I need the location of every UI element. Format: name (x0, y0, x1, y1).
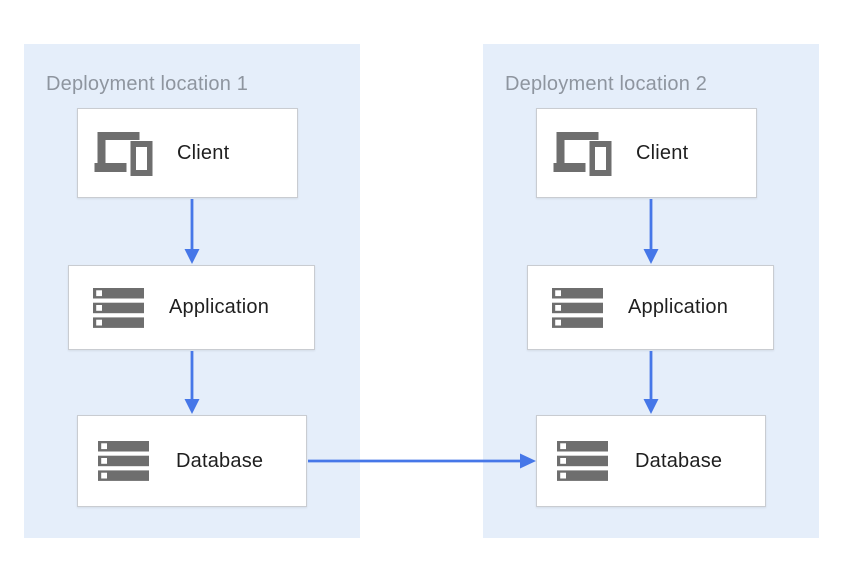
node-database-2: Database (536, 415, 766, 507)
node-label: Client (177, 141, 230, 164)
server-stack-icon (98, 441, 149, 481)
node-label: Database (635, 449, 723, 472)
node-client-1: Client (77, 108, 298, 198)
node-label: Client (636, 141, 689, 164)
node-application-2: Application (527, 265, 774, 350)
devices-icon (94, 132, 153, 176)
node-label: Database (176, 449, 264, 472)
deployment-location-2-panel: Deployment location 2 Client (483, 44, 819, 538)
deployment-location-1-panel: Deployment location 1 Client (24, 44, 360, 538)
node-label: Application (169, 296, 270, 318)
devices-icon (553, 132, 612, 176)
server-stack-icon (93, 287, 144, 328)
node-database-1: Database (77, 415, 307, 507)
node-application-1: Application (68, 265, 315, 350)
server-stack-icon (557, 441, 608, 481)
server-stack-icon (552, 287, 603, 328)
node-client-2: Client (536, 108, 757, 198)
panel-title: Deployment location 2 (505, 73, 708, 95)
node-label: Application (628, 296, 729, 318)
panel-title: Deployment location 1 (46, 73, 249, 95)
